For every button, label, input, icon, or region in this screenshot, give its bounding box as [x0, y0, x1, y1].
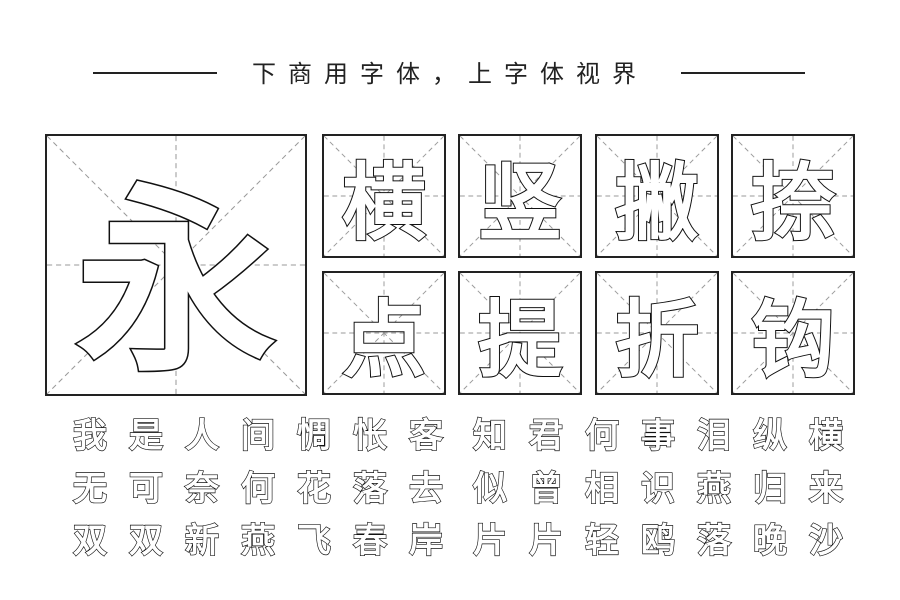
poem-char: 片: [472, 520, 507, 561]
main-character-box: 永: [45, 134, 307, 402]
rice-grid-guides: [324, 273, 444, 393]
rice-grid-guides: [324, 136, 444, 256]
poem-char: 相: [584, 468, 619, 509]
poem-char: 晚: [752, 520, 787, 561]
poem-char: 客: [408, 415, 443, 456]
poem-char: 可: [128, 468, 163, 509]
left-divider: [93, 72, 217, 74]
stroke-box-na: 捺: [731, 134, 855, 258]
stroke-box-dian: 点: [322, 271, 446, 395]
stroke-box-shu: 竖: [458, 134, 582, 258]
poem-line-1: 我是人间惆怅客: [62, 413, 454, 459]
poem-char: 片: [528, 520, 563, 561]
poem-char: 飞: [296, 520, 331, 561]
poem-char: 去: [408, 468, 443, 509]
poem-char: 奈: [184, 468, 219, 509]
poem-line-6: 片片轻鸥落晚沙: [462, 518, 854, 564]
rice-grid-guides: [460, 136, 580, 256]
poem-char: 人: [184, 415, 219, 456]
poem-char: 纵: [752, 415, 787, 456]
poem-char: 花: [296, 468, 331, 509]
stroke-box-zhe: 折: [595, 271, 719, 395]
rice-grid-guides: [733, 136, 853, 256]
poem-char: 燕: [696, 468, 731, 509]
stroke-glyph: 捺: [750, 152, 836, 253]
poem-char: 似: [472, 468, 507, 509]
poem-char: 落: [352, 468, 387, 509]
main-character-glyph: 永: [74, 164, 277, 402]
poem-char: 横: [808, 415, 843, 456]
stroke-glyph: 提: [477, 289, 563, 390]
stroke-glyph: 钩: [750, 289, 836, 390]
stroke-glyph: 点: [341, 289, 427, 390]
poem-char: 君: [528, 415, 563, 456]
poem-char: 燕: [240, 520, 275, 561]
poem-char: 知: [472, 415, 507, 456]
rice-grid-guides: [460, 273, 580, 393]
poem-char: 双: [72, 520, 107, 561]
poem-char: 怅: [352, 415, 387, 456]
stroke-glyph: 折: [614, 289, 700, 390]
rice-grid-guides: [597, 136, 717, 256]
rice-grid-guides: [733, 273, 853, 393]
poem-char: 泪: [696, 415, 731, 456]
poem-char: 间: [240, 415, 275, 456]
poem-char: 沙: [808, 520, 843, 561]
poem-char: 惆: [296, 415, 331, 456]
stroke-box-gou: 钩: [731, 271, 855, 395]
poem-char: 新: [184, 520, 219, 561]
poem-char: 何: [240, 468, 275, 509]
poem-char: 来: [808, 468, 843, 509]
poem-char: 落: [696, 520, 731, 561]
poem-char: 事: [640, 415, 675, 456]
poem-char: 归: [752, 468, 787, 509]
poem-line-5: 双双新燕飞春岸: [62, 518, 454, 564]
stroke-glyph: 横: [341, 152, 427, 253]
rice-grid-guides: [47, 136, 305, 394]
stroke-glyph: 撇: [614, 152, 700, 253]
poem-line-3: 无可奈何花落去: [62, 466, 454, 512]
poem-char: 鸥: [640, 520, 675, 561]
header: 下商用字体，上字体视界: [0, 50, 900, 94]
poem-char: 我: [72, 415, 107, 456]
poem-char: 无: [72, 468, 107, 509]
poem-char: 春: [352, 520, 387, 561]
poem-char: 双: [128, 520, 163, 561]
poem-char: 何: [584, 415, 619, 456]
poem-char: 轻: [584, 520, 619, 561]
stroke-box-ti: 提: [458, 271, 582, 395]
stroke-glyph: 竖: [477, 152, 563, 253]
stroke-box-heng: 横: [322, 134, 446, 258]
poem-char: 岸: [408, 520, 443, 561]
poem-char: 识: [640, 468, 675, 509]
page-title: 下商用字体，上字体视界: [252, 60, 648, 88]
poem-char: 曾: [528, 468, 563, 509]
right-divider: [681, 72, 805, 74]
stroke-box-pie: 撇: [595, 134, 719, 258]
poem-line-4: 似曾相识燕归来: [462, 466, 854, 512]
poem-line-2: 知君何事泪纵横: [462, 413, 854, 459]
rice-grid-guides: [597, 273, 717, 393]
poem-char: 是: [128, 415, 163, 456]
